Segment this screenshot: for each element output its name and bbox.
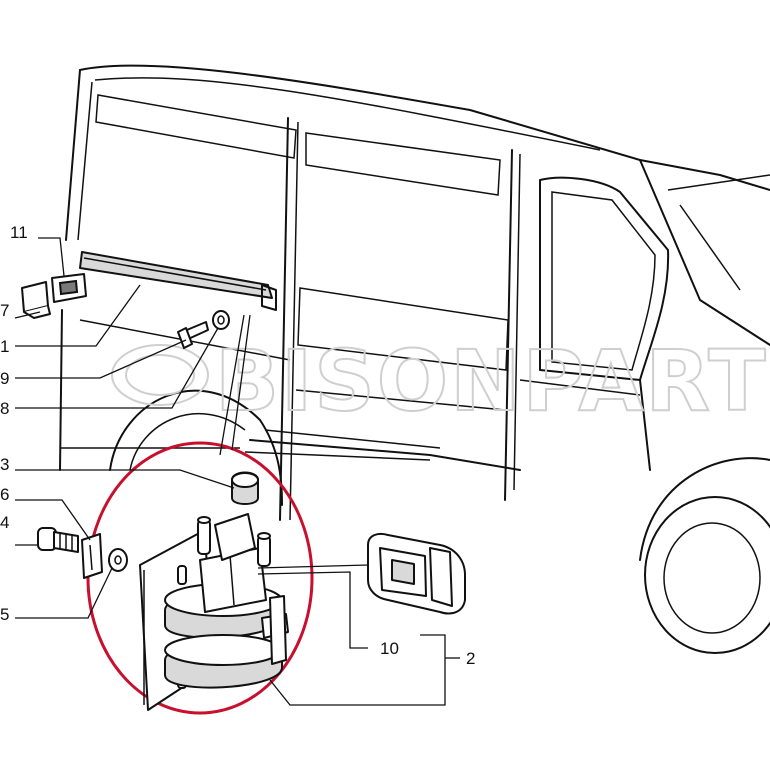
part-3-cap xyxy=(231,471,259,505)
part-9-bolt xyxy=(177,321,209,349)
leader-lines xyxy=(14,237,460,706)
callout-7: 7 xyxy=(0,301,9,320)
watermark-text: BISONPARTS xyxy=(215,332,770,430)
watermark-badge xyxy=(111,344,209,406)
van-outline xyxy=(59,64,770,654)
part-8-washer xyxy=(212,310,230,330)
part-5-washer xyxy=(108,548,128,572)
highlight-circle xyxy=(86,441,314,715)
part-4-bolt xyxy=(37,527,79,553)
callout-3: 3 xyxy=(0,455,9,474)
part-11-clip xyxy=(51,273,87,303)
part-7-bracket xyxy=(21,281,51,319)
callout-11: 11 xyxy=(10,223,28,242)
callout-2: 2 xyxy=(466,649,475,668)
callout-8: 8 xyxy=(0,399,9,418)
callout-4: 4 xyxy=(0,513,9,532)
callout-9: 9 xyxy=(0,369,9,388)
part-10-bracket xyxy=(367,532,466,615)
callout-5: 5 xyxy=(0,605,9,624)
part-6-shim xyxy=(81,533,103,579)
callout-1: 1 xyxy=(0,337,9,356)
part-2-hinge xyxy=(139,513,289,711)
callout-labels: 11 7 1 9 8 3 6 4 5 10 2 xyxy=(0,223,475,668)
callout-10: 10 xyxy=(380,639,399,658)
callout-6: 6 xyxy=(0,485,9,504)
